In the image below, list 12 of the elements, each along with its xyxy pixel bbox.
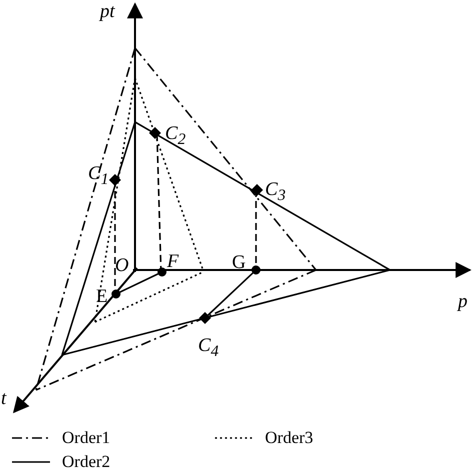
point-label: F: [167, 252, 179, 271]
legend-label: Order3: [265, 429, 314, 446]
point-label: C$_{3}$: [265, 180, 286, 204]
axis-label: pt: [100, 2, 115, 21]
axis-label: p: [458, 292, 468, 311]
point-label: C$_{2}$: [165, 124, 186, 148]
legend-label: Order2: [62, 453, 110, 470]
legend-label: Order1: [62, 429, 110, 446]
axis-label: t: [1, 389, 6, 408]
point-label: O: [115, 256, 129, 275]
point-label: C$_{4}$: [198, 336, 219, 360]
point-label: G: [232, 253, 246, 272]
